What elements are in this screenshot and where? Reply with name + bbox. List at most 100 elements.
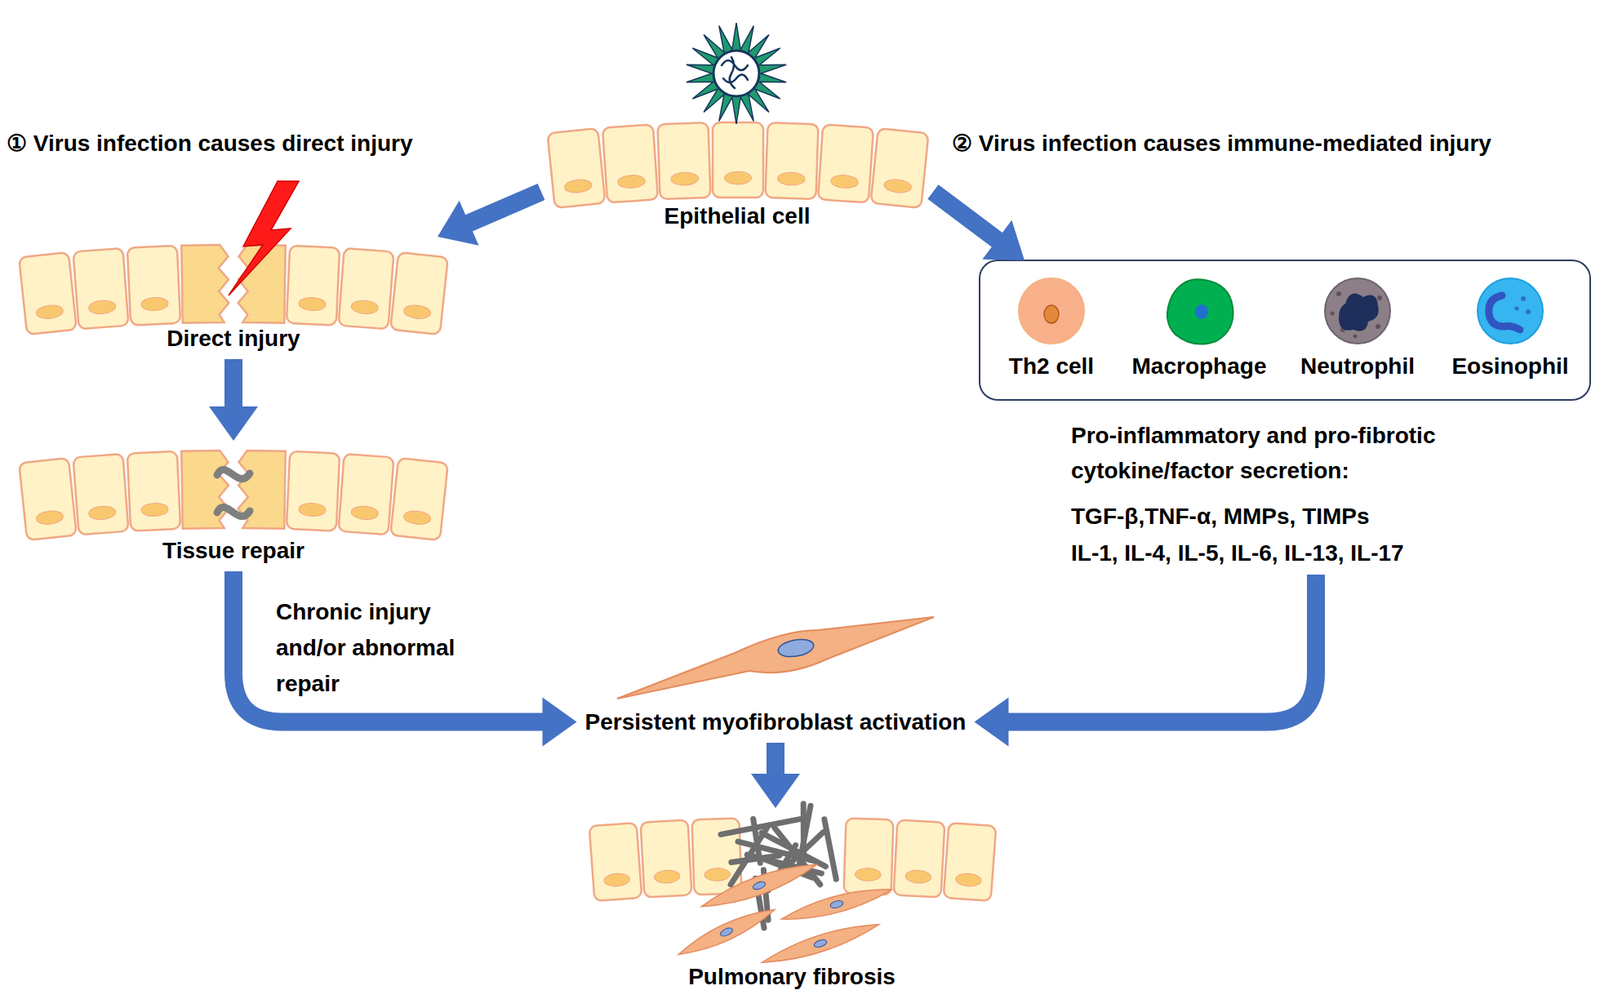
cell-nucleus	[777, 172, 805, 187]
cell-body	[893, 820, 946, 898]
arrow-head	[437, 200, 479, 246]
cell-nucleus	[141, 502, 169, 518]
cell-body	[764, 122, 818, 200]
epithelial-cell	[602, 124, 658, 203]
epithelial-cell	[390, 252, 449, 335]
epithelial-cell	[338, 453, 395, 535]
cell-body	[286, 451, 340, 532]
fibroblast-nucleus	[813, 938, 828, 950]
cell-nucleus	[724, 171, 752, 185]
epithelial-cell	[338, 248, 395, 329]
cell-body	[73, 248, 129, 329]
cell-body	[844, 818, 894, 896]
epithelial-cell	[73, 248, 129, 329]
node-label: Epithelial cell	[664, 201, 811, 231]
cell-nucleus	[403, 509, 432, 526]
diagram-node: Th2 cell	[973, 268, 1129, 387]
arrow-head	[974, 697, 1009, 747]
cell-nucleus	[905, 869, 932, 884]
epithelial-cell	[547, 128, 606, 209]
th2-cell	[1018, 278, 1085, 344]
collagen-fibre	[824, 819, 836, 880]
arrow-head	[542, 697, 578, 747]
cell-nucleus	[351, 505, 379, 521]
cell-nucleus	[564, 178, 593, 195]
cell-body	[817, 124, 874, 203]
cell-body	[589, 822, 643, 902]
diagram-node: Neutrophil	[1280, 268, 1436, 387]
node-label: Macrophage	[1132, 351, 1267, 381]
epithelial-cell	[657, 122, 711, 200]
cell-body	[286, 245, 340, 326]
flow-arrow	[933, 191, 1025, 261]
node-label: Neutrophil	[1300, 351, 1415, 381]
fibroblasts	[675, 856, 894, 971]
damaged-cell	[181, 450, 229, 529]
epithelial-cell	[127, 245, 181, 326]
epithelial-cell	[390, 457, 449, 541]
epithelial-cell	[817, 124, 874, 203]
node-label: Pulmonary fibrosis	[688, 962, 896, 992]
eosinophil	[1477, 278, 1543, 344]
cell-nucleus	[403, 303, 432, 320]
diagram-node: Macrophage	[1121, 268, 1277, 387]
node-label: Th2 cell	[1008, 351, 1094, 381]
cell-nucleus	[298, 297, 327, 312]
arrow-shaft	[466, 191, 542, 225]
cell-nucleus	[704, 867, 731, 882]
epithelial-cell	[589, 822, 643, 902]
diagram-node: Pulmonary fibrosis	[587, 808, 996, 996]
epithelial-cell	[18, 252, 77, 335]
cell-body	[547, 128, 606, 209]
cell-body	[943, 822, 997, 902]
epithelial-cell	[640, 820, 693, 898]
diagram-node: Epithelial cell	[541, 114, 934, 237]
epithelial-cell	[871, 128, 929, 209]
cell-body	[127, 245, 181, 326]
virus-capsid	[713, 50, 760, 97]
epithelial-cell	[844, 818, 894, 896]
fibroblast-nucleus	[751, 880, 767, 892]
arrow-head	[982, 220, 1025, 261]
arrow-shaft	[233, 571, 547, 723]
cell-body	[127, 451, 181, 532]
neutrophil-nucleus	[1338, 293, 1379, 332]
cytokine-text: TGF-β,TNF-α, MMPs, TIMPs	[1071, 497, 1370, 535]
cell-nucleus	[653, 869, 680, 884]
virus-genome	[721, 57, 748, 89]
fibroblast-body	[698, 856, 820, 916]
cell-body	[640, 820, 693, 898]
repair-squiggle	[217, 469, 250, 479]
cell-body	[871, 128, 929, 209]
repair-squiggle	[217, 506, 250, 516]
flow-arrow	[233, 571, 578, 747]
epithelial-cell	[73, 453, 129, 535]
cell-nucleus	[35, 303, 64, 320]
epithelium-layers	[18, 122, 996, 902]
cell-body	[18, 252, 77, 335]
virus-spikes	[686, 22, 787, 125]
cytokine-text: IL-1, IL-4, IL-5, IL-6, IL-13, IL-17	[1071, 534, 1405, 572]
cell-nucleus	[854, 867, 881, 882]
immune-cell-box	[979, 260, 1591, 400]
cell-body	[338, 453, 395, 535]
lightning-bolt	[228, 181, 299, 296]
fibroblast-nucleus	[719, 926, 734, 938]
fibroblast-body	[675, 902, 778, 962]
diagram-node: Eosinophil	[1432, 268, 1588, 387]
diagram-node: Direct injury	[13, 236, 454, 360]
cell-nucleus	[88, 299, 116, 316]
cell-nucleus	[883, 178, 912, 195]
myofibroblast-nucleus	[777, 636, 816, 659]
epithelial-cell	[943, 822, 997, 902]
diagram-node: Tissue repair	[13, 440, 454, 572]
cell-nucleus	[141, 297, 169, 312]
arrow-shaft	[766, 742, 785, 778]
arrow-shaft	[933, 191, 1000, 242]
fibroblast	[698, 856, 820, 916]
macrophage	[1167, 279, 1234, 344]
cell-nucleus	[35, 509, 64, 526]
th2-nucleus	[1044, 305, 1059, 324]
flow-arrow	[974, 574, 1317, 747]
